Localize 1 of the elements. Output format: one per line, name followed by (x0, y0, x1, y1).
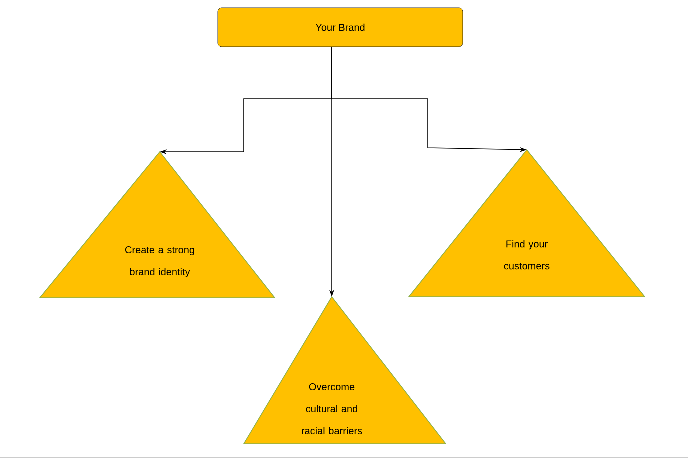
process-box: Your Brand (218, 8, 464, 48)
